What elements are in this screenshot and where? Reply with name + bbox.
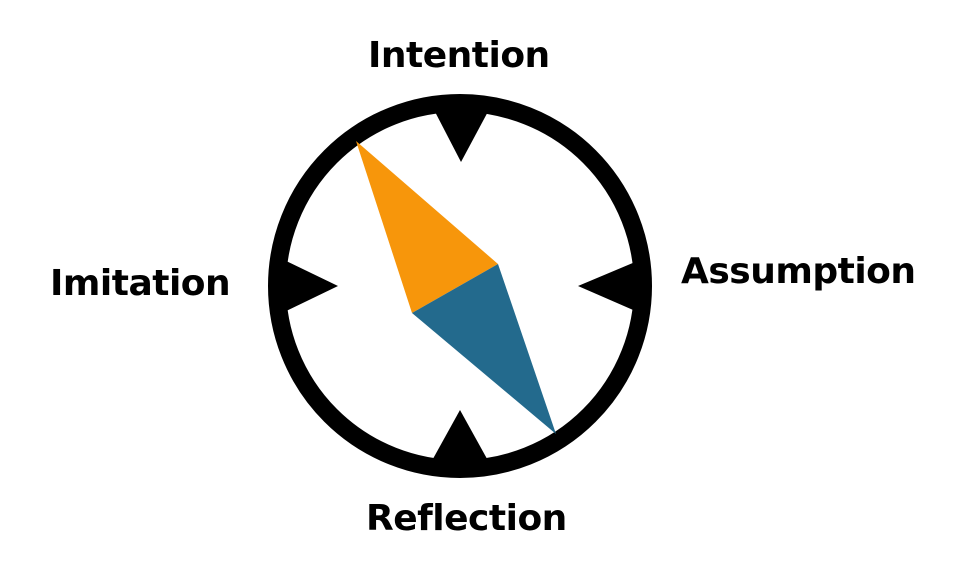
label-reflection: Reflection: [366, 498, 567, 539]
compass-ring: [268, 94, 652, 478]
label-assumption: Assumption: [681, 251, 916, 292]
pointer-right: [578, 260, 640, 313]
needle-north: [356, 141, 498, 313]
pointer-bottom: [429, 410, 491, 466]
needle-south: [412, 264, 556, 434]
pointer-top: [432, 106, 491, 162]
label-imitation: Imitation: [50, 263, 231, 304]
label-intention: Intention: [368, 35, 550, 76]
pointer-left: [280, 258, 338, 314]
